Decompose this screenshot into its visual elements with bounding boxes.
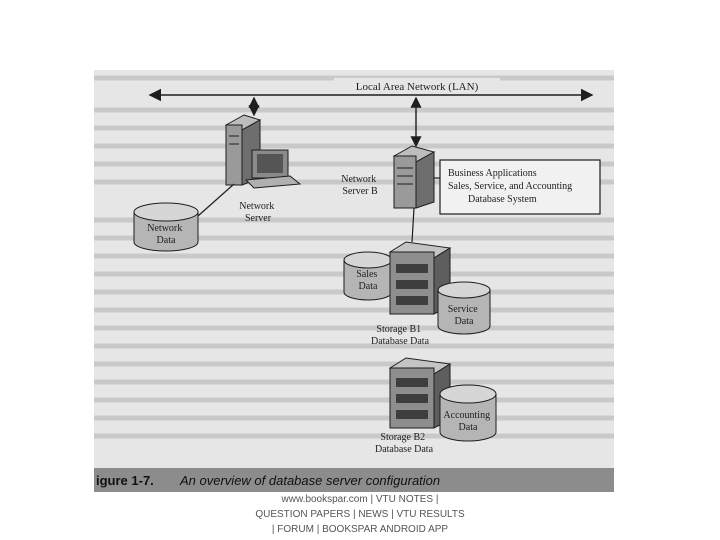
accounting-data-label: Accounting Data	[443, 410, 492, 433]
footer: www.bookspar.com | VTU NOTES | QUESTION …	[0, 492, 720, 537]
caption-bar	[94, 468, 614, 492]
scanned-figure: Local Area Network (LAN) Network Server	[94, 70, 614, 492]
background-text-noise	[94, 75, 614, 439]
storage-b2-icon	[388, 357, 452, 429]
service-data-cylinder	[437, 281, 491, 335]
server-b-icon	[392, 145, 436, 209]
storage-b1-label: Storage B1 Database Data	[371, 324, 430, 347]
network-server-label: Network Server	[239, 201, 277, 224]
caption-prefix: igure 1-7.	[96, 473, 154, 488]
database-server-diagram: Local Area Network (LAN) Network Server	[94, 75, 614, 492]
network-data-label: Network Data	[147, 223, 185, 246]
lan-label: Local Area Network (LAN)	[356, 81, 479, 93]
footer-line-1: www.bookspar.com | VTU NOTES |	[281, 494, 439, 505]
network-data-link	[197, 183, 235, 217]
network-data-cylinder	[133, 202, 199, 252]
network-server-icon	[224, 114, 302, 189]
footer-line-3: | FORUM | BOOKSPAR ANDROID APP	[271, 524, 449, 535]
footer-line-2: QUESTION PAPERS | NEWS | VTU RESULTS	[255, 509, 465, 520]
business-applications-box	[439, 159, 601, 215]
storage-b1-icon	[388, 241, 452, 315]
business-applications-text: Business Applications Sales, Service, an…	[448, 168, 575, 205]
service-data-label: Service Data	[448, 304, 481, 327]
accounting-data-cylinder	[439, 384, 497, 442]
sales-data-label: Sales Data	[356, 269, 380, 292]
server-b-label: Network Server B	[341, 174, 379, 197]
server-b-to-storage-b1	[411, 207, 415, 243]
sales-data-cylinder	[343, 251, 393, 301]
storage-b2-label: Storage B2 Database Data	[375, 432, 434, 455]
caption-text: An overview of database server configura…	[179, 473, 440, 488]
